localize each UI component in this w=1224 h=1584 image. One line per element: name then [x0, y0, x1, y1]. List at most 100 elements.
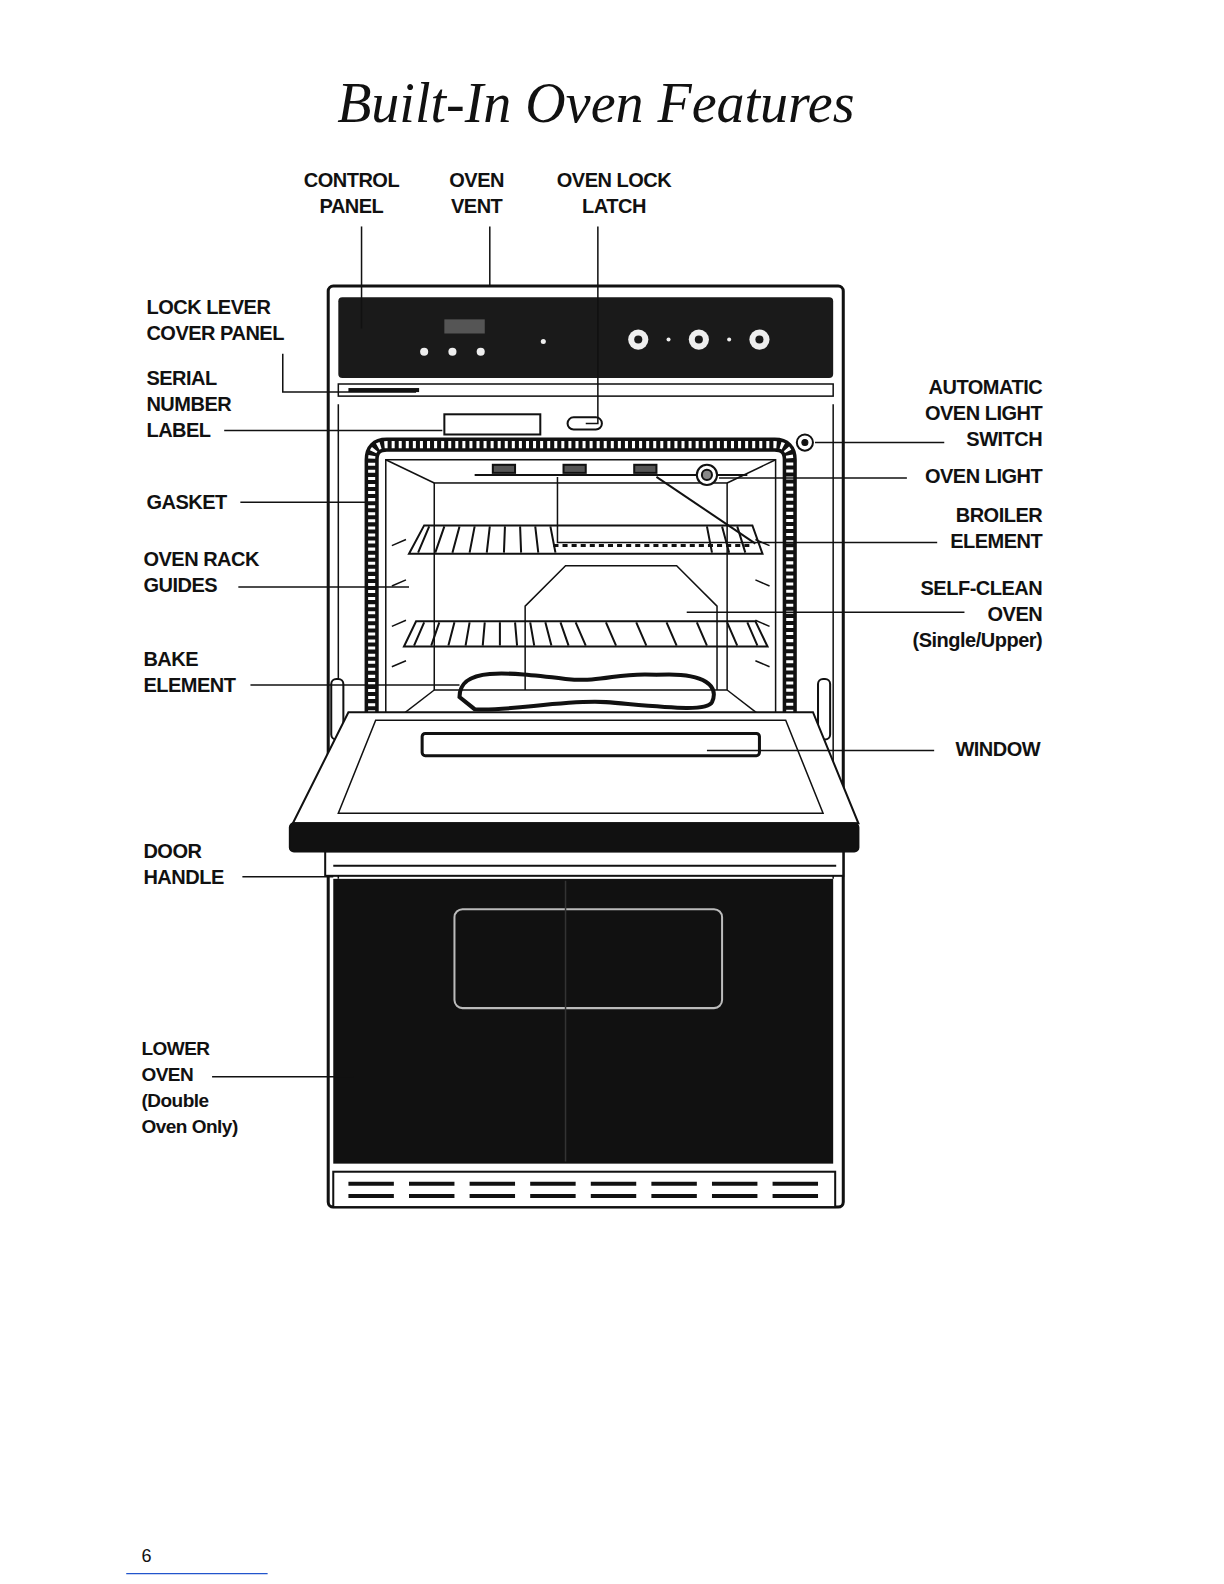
page-number: 6: [141, 1543, 181, 1569]
oven-rack: [409, 525, 762, 553]
control-panel: [689, 329, 709, 349]
title: Built-In Oven Features: [293, 71, 899, 135]
page-rule: [126, 1573, 267, 1574]
front-trim: [802, 440, 808, 446]
base-vent: [333, 1172, 835, 1207]
broiler-element: [697, 465, 717, 485]
oven-cavity: [434, 483, 727, 690]
door-handle: [325, 852, 843, 876]
part-label: GASKET: [146, 489, 267, 515]
oven-rack: [418, 526, 745, 552]
broiler-element: [634, 465, 656, 473]
control-panel: [420, 348, 428, 356]
oven-cavity: [386, 460, 776, 728]
leader-line: [250, 684, 459, 686]
leader-line: [687, 611, 965, 613]
oven-cavity: [525, 566, 717, 690]
part-label: SERIAL NUMBER LABEL: [146, 365, 252, 443]
part-label: CONTROL PANEL: [286, 167, 417, 219]
control-panel: [477, 348, 485, 356]
broiler-element: [702, 470, 712, 480]
leader-line: [242, 876, 333, 878]
lower-oven: [565, 881, 567, 1162]
bake-element: [460, 674, 714, 710]
broiler-element: [475, 465, 756, 546]
control-panel: [444, 319, 484, 333]
oven-rack: [404, 621, 768, 646]
part-label: SELF-CLEAN OVEN (Single/Upper): [896, 575, 1042, 653]
title-wrap: Built-In Oven Features: [293, 71, 899, 135]
control-panel: [667, 338, 671, 342]
broiler-element: [656, 477, 755, 544]
part-label: LOCK LEVER COVER PANEL: [146, 294, 323, 346]
part-label: BAKE ELEMENT: [143, 646, 264, 698]
base-vent: [333, 1172, 835, 1207]
part-label: OVEN LOCK LATCH: [538, 167, 689, 219]
lower-oven: [333, 879, 833, 1164]
oven-door: [290, 679, 859, 852]
leader-line: [212, 226, 964, 1076]
control-panel: [634, 336, 642, 344]
oven-rack: [414, 622, 757, 645]
label-wrap: SERIAL NUMBER LABEL: [146, 365, 252, 443]
leader-line: [283, 354, 416, 392]
label-wrap: WINDOW: [919, 736, 1040, 762]
label-wrap: BROILER ELEMENT: [931, 502, 1042, 554]
leader-line: [224, 430, 442, 432]
part-label: BROILER ELEMENT: [931, 502, 1042, 554]
label-wrap: AUTOMATIC OVEN LIGHT SWITCH: [891, 374, 1042, 452]
part-label: OVEN RACK GUIDES: [143, 546, 289, 598]
front-trim: [444, 414, 540, 434]
leader-line: [815, 442, 944, 444]
broiler-element: [564, 465, 586, 473]
leader-line: [240, 501, 365, 503]
control-panel: [749, 329, 769, 349]
control-panel: [727, 338, 731, 342]
label-wrap: OVEN LIGHT: [891, 463, 1042, 489]
front-trim: [797, 434, 813, 450]
control-panel: [448, 348, 456, 356]
control-panel: [695, 336, 703, 344]
leader-line: [212, 1076, 353, 1078]
part-label: AUTOMATIC OVEN LIGHT SWITCH: [891, 374, 1042, 452]
oven-door: [293, 712, 859, 823]
door-handle: [325, 852, 843, 876]
part-label: OVEN VENT: [441, 167, 512, 219]
label-wrap: OVEN VENT: [441, 167, 512, 219]
broiler-element: [553, 544, 752, 547]
label-wrap: OVEN RACK GUIDES: [143, 546, 289, 598]
oven-cavity: [386, 460, 776, 728]
leader-line: [707, 750, 934, 752]
leader-line: [238, 586, 409, 588]
leader-line: [586, 226, 598, 423]
oven-door: [338, 720, 823, 813]
part-label: OVEN LIGHT: [891, 463, 1042, 489]
oven-door: [422, 733, 759, 755]
label-wrap: CONTROL PANEL: [286, 167, 417, 219]
oven-rack: [404, 525, 768, 646]
control-panel: [541, 339, 546, 344]
oven-cavity: [755, 540, 769, 667]
oven-door: [290, 823, 859, 851]
control-panel: [338, 297, 833, 378]
part-label: LOWER OVEN (Double Oven Only): [141, 1036, 256, 1140]
oven-cavity: [727, 460, 775, 483]
label-wrap: LOCK LEVER COVER PANEL: [146, 294, 323, 346]
part-label: DOOR HANDLE: [143, 838, 254, 890]
part-label: WINDOW: [919, 736, 1040, 762]
leader-line: [719, 477, 907, 479]
control-panel: [628, 329, 648, 349]
control-panel: [338, 297, 833, 378]
oven-cavity: [386, 460, 434, 483]
label-wrap: OVEN LOCK LATCH: [538, 167, 689, 219]
lower-oven: [333, 879, 833, 1164]
label-wrap: LOWER OVEN (Double Oven Only): [141, 1036, 256, 1140]
front-trim: [338, 384, 833, 396]
label-wrap: DOOR HANDLE: [143, 838, 254, 890]
label-wrap: SELF-CLEAN OVEN (Single/Upper): [896, 575, 1042, 653]
leader-line: [489, 226, 491, 285]
leader-line: [361, 226, 363, 328]
control-panel: [755, 336, 763, 344]
leader-line: [557, 477, 937, 543]
